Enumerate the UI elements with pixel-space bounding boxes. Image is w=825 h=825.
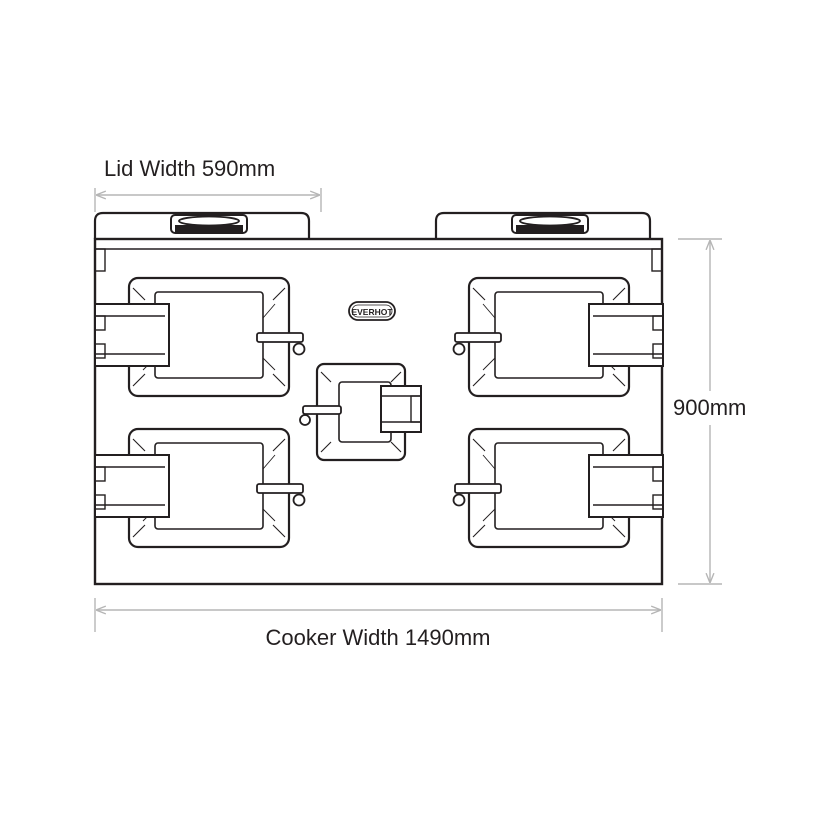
cooker-width-label: Cooker Width 1490mm	[266, 625, 491, 650]
brand-logo-text: EVERHOT	[351, 307, 393, 317]
lid-width-dimension: Lid Width 590mm	[94, 156, 322, 212]
left-hotplate-lid	[93, 211, 311, 241]
brand-logo: EVERHOT	[348, 301, 396, 321]
lid-width-label: Lid Width 590mm	[104, 156, 275, 181]
height-dimension: 900mm	[673, 238, 746, 585]
right-hotplate-lid	[434, 211, 652, 241]
cooker-body	[93, 237, 664, 586]
height-label: 900mm	[673, 395, 746, 420]
cooker-width-dimension: Cooker Width 1490mm	[94, 598, 663, 650]
